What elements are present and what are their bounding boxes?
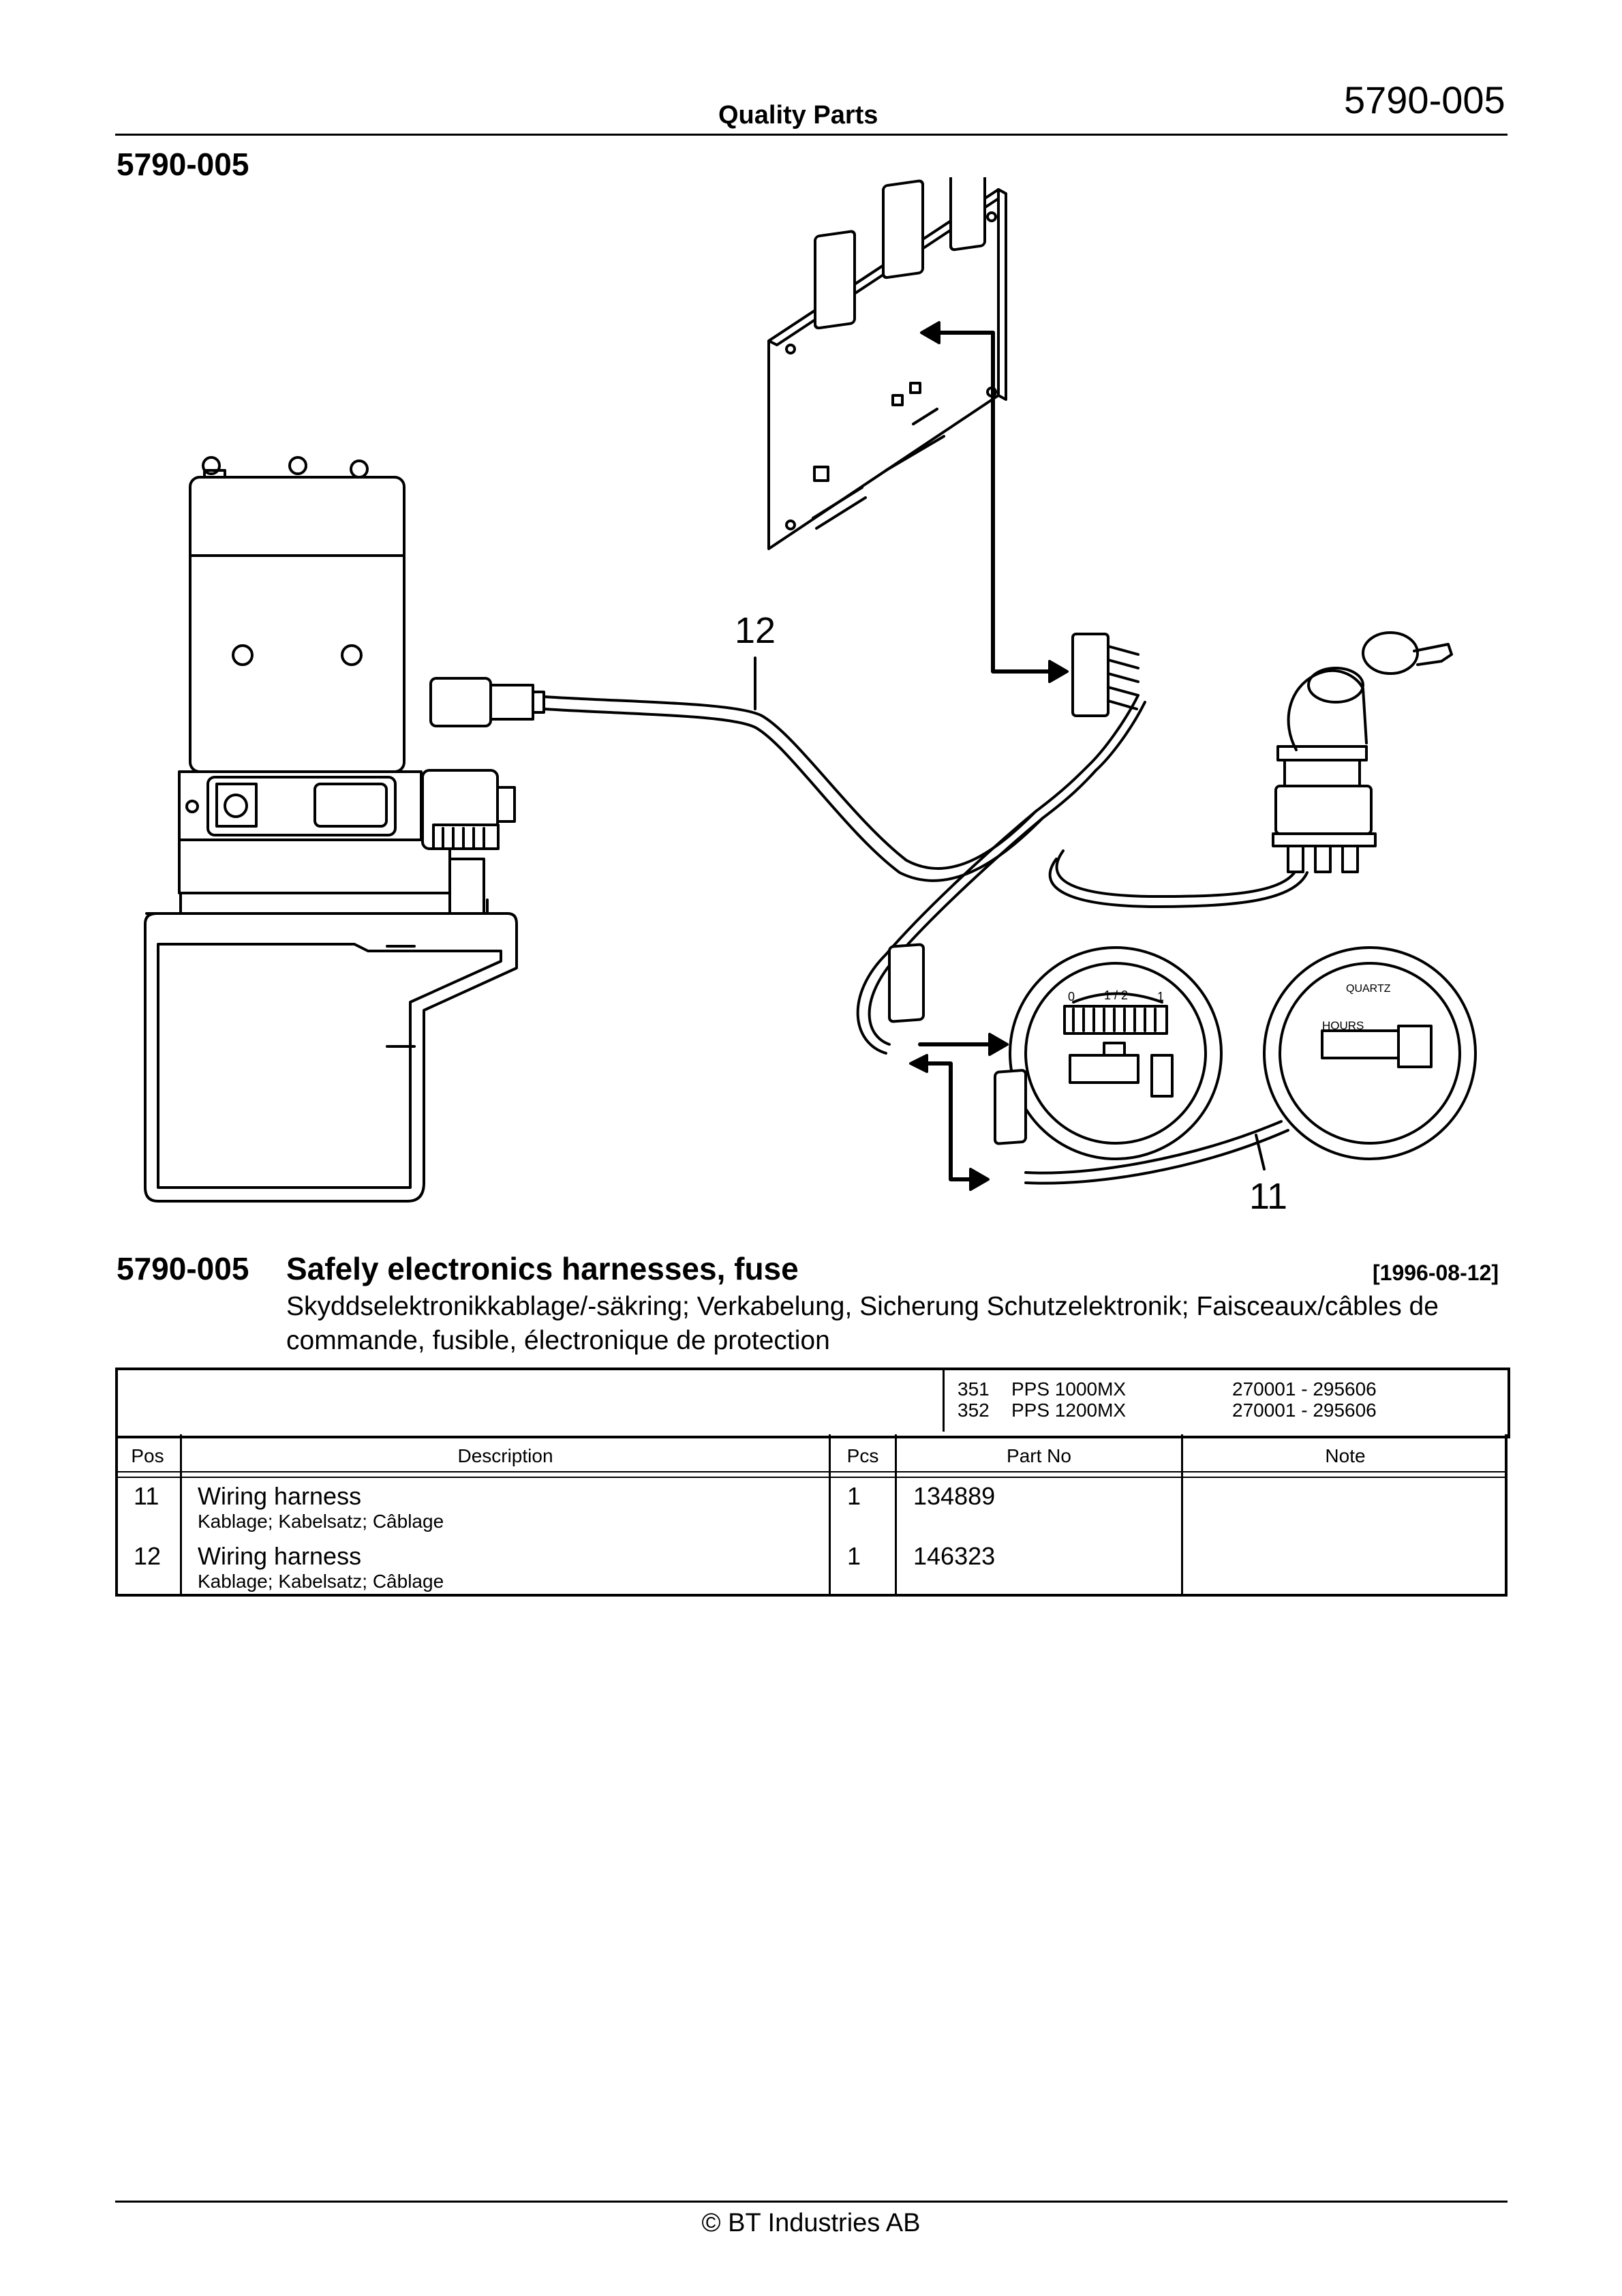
section-title: Safely electronics harnesses, fuse	[286, 1251, 799, 1286]
row-part-no: 134889	[913, 1482, 996, 1510]
section-code: 5790-005	[117, 1251, 249, 1286]
hours-counter-gauge	[1263, 946, 1477, 1160]
table-header-rule	[115, 1477, 1508, 1478]
harness-11	[888, 943, 1289, 1185]
row-translation: Kablage; Kabelsatz; Câblage	[198, 1511, 444, 1532]
pump-unit	[144, 456, 518, 1203]
row-pcs: 1	[847, 1482, 861, 1510]
model-applicability-box	[115, 1368, 1510, 1438]
page-code: 5790-005	[117, 147, 249, 182]
model-id: 352	[958, 1400, 990, 1421]
section-date: [1996-08-12]	[1373, 1260, 1499, 1285]
battery-indicator-gauge	[1009, 946, 1223, 1160]
row-description: Wiring harness	[198, 1482, 362, 1510]
callout-12: 12	[735, 610, 776, 651]
control-board	[767, 177, 1007, 550]
parts-table	[115, 1434, 1508, 1597]
row-translation: Kablage; Kabelsatz; Câblage	[198, 1571, 444, 1592]
header-title: Quality Parts	[718, 101, 878, 130]
clock-hours-label: HOURS	[1322, 1019, 1364, 1032]
callout-11: 11	[1249, 1176, 1287, 1217]
footer-copyright: © BT Industries AB	[701, 2209, 921, 2237]
model-serial-range: 270001 - 295606	[1232, 1378, 1377, 1400]
wiring-diagram: 12 0 1 / 2 1	[144, 177, 1477, 1217]
header-divider	[115, 134, 1508, 136]
model-id: 351	[958, 1378, 990, 1400]
column-header-part-no: Part No	[1007, 1445, 1071, 1466]
row-pcs: 1	[847, 1542, 861, 1570]
key-switch	[1272, 631, 1453, 873]
gauge-scale-1: 1	[1157, 990, 1164, 1003]
model-box-divider	[943, 1369, 945, 1432]
column-header-pos: Pos	[131, 1445, 164, 1466]
row-description: Wiring harness	[198, 1542, 362, 1570]
model-name: PPS 1200MX	[1011, 1400, 1127, 1421]
gauge-scale-half: 1 / 2	[1104, 988, 1128, 1002]
board-connection-arrow	[920, 321, 1069, 683]
gauge-scale-0: 0	[1068, 990, 1075, 1003]
header-document-code: 5790-005	[1344, 78, 1505, 121]
table-column-rule	[1181, 1434, 1183, 1597]
table-column-rule	[895, 1434, 897, 1597]
row-pos: 11	[134, 1482, 159, 1510]
column-header-note: Note	[1325, 1445, 1366, 1466]
model-serial-range: 270001 - 295606	[1232, 1400, 1377, 1421]
row-pos: 12	[134, 1542, 162, 1570]
table-column-rule	[829, 1434, 831, 1597]
gauge-connection-arrows	[909, 1033, 1009, 1191]
table-column-rule	[180, 1434, 182, 1597]
table-header-rule	[115, 1471, 1508, 1472]
model-name: PPS 1000MX	[1011, 1378, 1127, 1400]
row-part-no: 146323	[913, 1542, 996, 1570]
clock-brand: QUARTZ	[1346, 983, 1391, 995]
footer-divider	[115, 2201, 1508, 2203]
column-header-pcs: Pcs	[846, 1445, 879, 1466]
column-header-description: Description	[457, 1445, 553, 1466]
harness-12	[429, 633, 1309, 1055]
section-subtitle: Skyddselektronikkablage/-säkring; Verkab…	[286, 1292, 1439, 1355]
